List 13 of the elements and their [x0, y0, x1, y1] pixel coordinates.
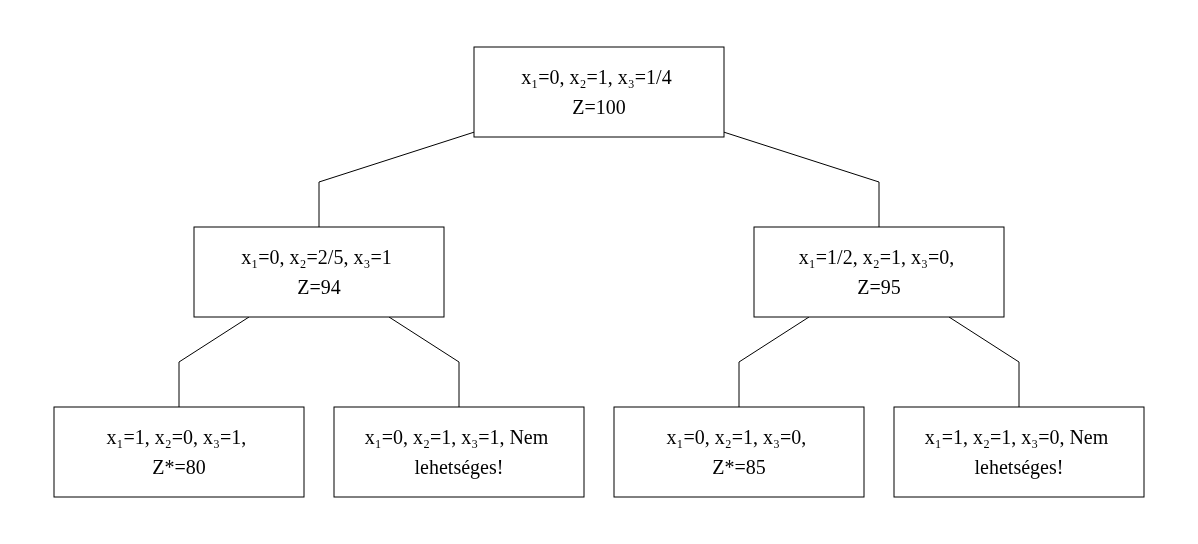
connector	[948, 316, 1020, 408]
connector	[738, 316, 810, 408]
node-box: x₁=1, x₂=0, x₃=1, Z*=80	[53, 406, 305, 498]
node-box: x₁=0, x₂=2/5, x₃=1 Z=94	[193, 226, 445, 318]
connector	[723, 131, 880, 228]
node-box: x₁=1/2, x₂=1, x₃=0, Z=95	[753, 226, 1005, 318]
connector	[318, 131, 475, 228]
node-box: x₁=1, x₂=1, x₃=0, Nem lehetséges!	[893, 406, 1145, 498]
node-box: x₁=0, x₂=1, x₃=1/4 Z=100	[473, 46, 725, 138]
node-box: x₁=0, x₂=1, x₃=0, Z*=85	[613, 406, 865, 498]
connector	[178, 316, 250, 408]
connector	[388, 316, 460, 408]
node-box: x₁=0, x₂=1, x₃=1, Nem lehetséges!	[333, 406, 585, 498]
